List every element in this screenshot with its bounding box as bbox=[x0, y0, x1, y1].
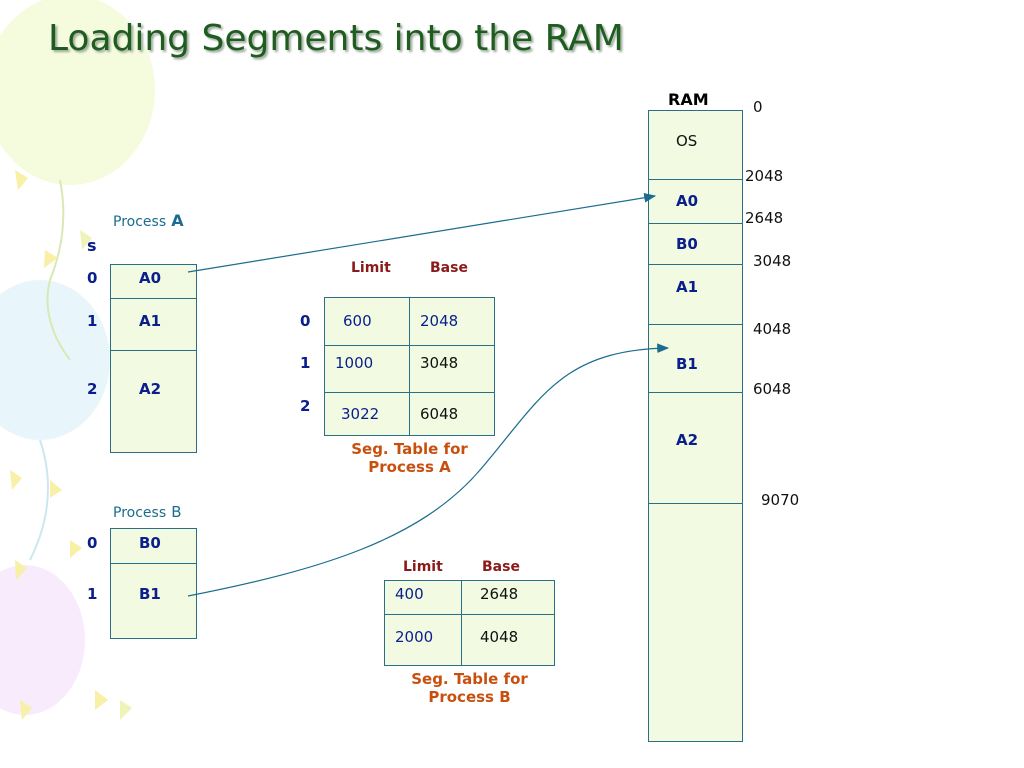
arrow-b1-to-ram bbox=[187, 343, 670, 597]
seg-table-a-row-num: 1 bbox=[300, 354, 311, 372]
seg-table-b-limit: 400 bbox=[395, 585, 424, 603]
segment-number-header: s bbox=[87, 236, 97, 255]
caption-line: Seg. Table for bbox=[351, 440, 468, 458]
seg-table-a-base: 3048 bbox=[420, 354, 459, 372]
segment-a1: A1 bbox=[139, 312, 162, 330]
seg-table-b-base: 2648 bbox=[480, 585, 519, 603]
process-a-seg-num: 0 bbox=[87, 269, 98, 287]
ram-column bbox=[648, 110, 743, 742]
divider bbox=[110, 350, 197, 351]
divider bbox=[110, 298, 197, 299]
process-a-seg-num: 2 bbox=[87, 380, 98, 398]
ram-address: 3048 bbox=[753, 252, 792, 270]
divider bbox=[384, 614, 555, 615]
ram-block-a0: A0 bbox=[676, 192, 699, 210]
caption-line: Process B bbox=[428, 688, 511, 706]
caption-line: Process A bbox=[368, 458, 451, 476]
seg-table-b-base: 4048 bbox=[480, 628, 519, 646]
ram-block-b1: B1 bbox=[676, 355, 698, 373]
divider bbox=[324, 392, 495, 393]
divider bbox=[648, 324, 743, 325]
seg-table-b-caption: Seg. Table for Process B bbox=[384, 670, 555, 706]
ram-block-a1: A1 bbox=[676, 278, 699, 296]
process-a-label-text: Process bbox=[113, 214, 167, 230]
divider bbox=[648, 264, 743, 265]
process-b-label: Process B bbox=[113, 502, 182, 521]
caption-line: Seg. Table for bbox=[411, 670, 528, 688]
seg-table-a-limit: 1000 bbox=[335, 354, 374, 372]
divider bbox=[648, 179, 743, 180]
seg-table-a-base: 2048 bbox=[420, 312, 459, 330]
segment-b0: B0 bbox=[139, 534, 161, 552]
ram-address: 6048 bbox=[753, 380, 792, 398]
seg-table-a-base: 6048 bbox=[420, 405, 459, 423]
seg-table-a-caption: Seg. Table for Process A bbox=[324, 440, 495, 476]
ram-address: 4048 bbox=[753, 320, 792, 338]
ram-address: 9070 bbox=[761, 491, 800, 509]
process-b-label-text: Process bbox=[113, 505, 167, 521]
process-a-letter: A bbox=[171, 211, 184, 230]
ram-label: RAM bbox=[668, 90, 709, 109]
segment-b1: B1 bbox=[139, 585, 161, 603]
process-a-segment-box bbox=[110, 264, 197, 453]
seg-table-a-row-num: 2 bbox=[300, 397, 311, 415]
seg-table-b-base-header: Base bbox=[482, 559, 520, 575]
divider bbox=[461, 580, 462, 666]
arrow-a0-to-ram bbox=[187, 192, 657, 273]
process-a-seg-num: 1 bbox=[87, 312, 98, 330]
seg-table-a-base-header: Base bbox=[430, 260, 468, 276]
process-b-letter: B bbox=[171, 503, 182, 521]
seg-table-b-limit: 2000 bbox=[395, 628, 434, 646]
ram-address: 2648 bbox=[745, 209, 784, 227]
divider bbox=[648, 392, 743, 393]
divider bbox=[409, 297, 410, 436]
ram-block-os: OS bbox=[676, 132, 698, 150]
seg-table-a-limit-header: Limit bbox=[351, 260, 391, 276]
process-b-seg-num: 0 bbox=[87, 534, 98, 552]
divider bbox=[648, 503, 743, 504]
ram-block-a2: A2 bbox=[676, 431, 699, 449]
segment-a0: A0 bbox=[139, 269, 162, 287]
seg-table-a-row-num: 0 bbox=[300, 312, 311, 330]
page-title: Loading Segments into the RAM bbox=[48, 18, 624, 59]
ram-address: 0 bbox=[753, 98, 763, 116]
seg-table-b-limit-header: Limit bbox=[403, 559, 443, 575]
seg-table-a-limit: 3022 bbox=[341, 405, 380, 423]
ram-block-b0: B0 bbox=[676, 235, 698, 253]
process-b-segment-box bbox=[110, 528, 197, 639]
divider bbox=[648, 223, 743, 224]
ram-address: 2048 bbox=[745, 167, 784, 185]
segment-a2: A2 bbox=[139, 380, 162, 398]
divider bbox=[324, 345, 495, 346]
divider bbox=[110, 563, 197, 564]
process-a-label: Process A bbox=[113, 211, 184, 230]
seg-table-a-limit: 600 bbox=[343, 312, 372, 330]
process-b-seg-num: 1 bbox=[87, 585, 98, 603]
seg-table-b bbox=[384, 580, 555, 666]
